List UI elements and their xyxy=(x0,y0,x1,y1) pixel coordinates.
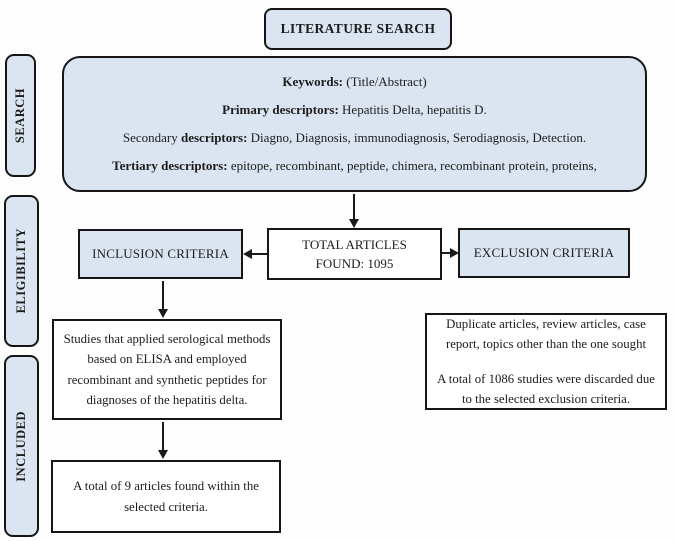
stage-label-included: INCLUDED xyxy=(4,355,39,537)
keywords-box: Keywords: (Title/Abstract) Primary descr… xyxy=(62,56,647,192)
arrow-total-to-exclusion xyxy=(442,248,459,258)
stage-label-eligibility-text: ELIGIBILITY xyxy=(14,228,28,314)
stage-label-search-text: SEARCH xyxy=(13,87,27,144)
literature-search-label: LITERATURE SEARCH xyxy=(280,21,436,36)
total-articles-line2: FOUND: 1095 xyxy=(315,256,394,271)
keywords-line: Tertiary descriptors: epitope, recombina… xyxy=(112,158,597,173)
exclusion-criteria-label: EXCLUSION CRITERIA xyxy=(473,245,615,260)
arrow-detail-to-result xyxy=(158,422,168,459)
exclusion-detail-para2: A total of 1086 studies were discarded d… xyxy=(437,371,655,407)
arrow-inclusion-to-detail xyxy=(158,281,168,318)
literature-search-box: LITERATURE SEARCH xyxy=(264,8,452,50)
inclusion-detail-text: Studies that applied serological methods… xyxy=(63,331,271,408)
keywords-line: Keywords: (Title/Abstract) xyxy=(282,74,427,89)
inclusion-criteria-box: INCLUSION CRITERIA xyxy=(78,229,243,279)
result-text: A total of 9 articles found within the s… xyxy=(73,479,259,514)
stage-label-included-text: INCLUDED xyxy=(14,410,28,482)
inclusion-detail-box: Studies that applied serological methods… xyxy=(52,319,282,420)
total-articles-line1: TOTAL ARTICLES xyxy=(302,237,407,252)
result-box: A total of 9 articles found within the s… xyxy=(51,460,281,533)
exclusion-detail-para1: Duplicate articles, review articles, cas… xyxy=(445,316,647,352)
stage-label-eligibility: ELIGIBILITY xyxy=(4,195,39,347)
exclusion-detail-box: Duplicate articles, review articles, cas… xyxy=(425,313,667,410)
arrow-keywords-to-total xyxy=(349,194,359,228)
keywords-line: Secondary descriptors: Diagno, Diagnosis… xyxy=(122,130,587,145)
exclusion-criteria-box: EXCLUSION CRITERIA xyxy=(458,228,630,278)
arrow-total-to-inclusion xyxy=(243,249,267,259)
stage-label-search: SEARCH xyxy=(5,54,36,177)
total-articles-box: TOTAL ARTICLES FOUND: 1095 xyxy=(267,228,442,280)
keywords-line: Primary descriptors: Hepatitis Delta, he… xyxy=(222,102,487,117)
inclusion-criteria-label: INCLUSION CRITERIA xyxy=(92,246,229,261)
